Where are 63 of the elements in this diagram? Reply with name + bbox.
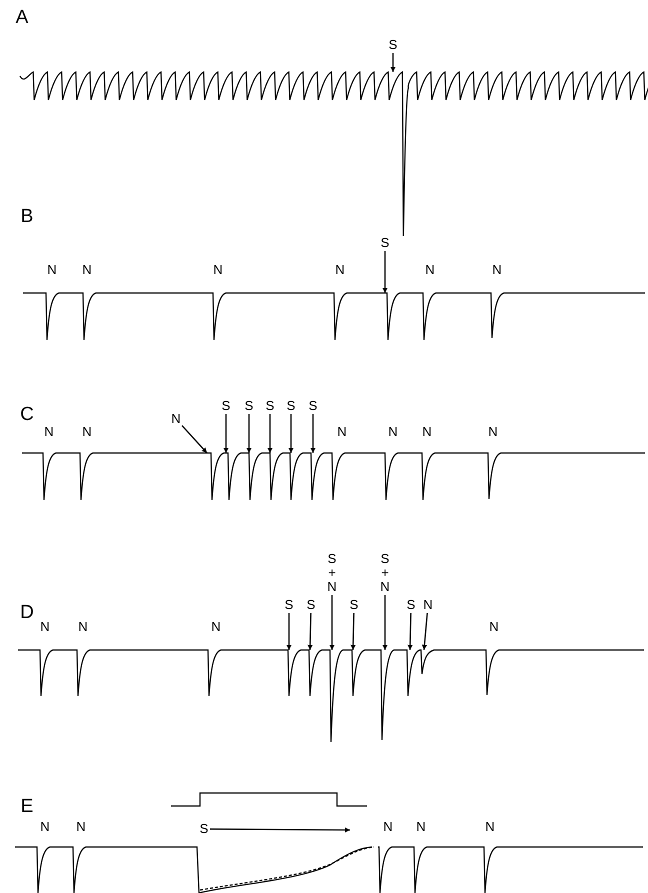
event-label: N [488,425,498,439]
event-label: S [221,399,231,413]
event-label: S [388,38,398,52]
event-label: N [40,620,50,634]
arrow [182,425,208,454]
event-label: N [492,263,502,277]
event-label: S [244,399,254,413]
event-label: N [82,263,92,277]
event-label: S [308,399,318,413]
event-label: S [306,598,316,612]
event-label: N [82,425,92,439]
event-label: S [265,399,275,413]
trace-drawing [18,649,644,743]
event-label: S [406,598,416,612]
event-label: N [40,820,50,834]
arrow [408,612,413,650]
arrow [267,414,273,453]
event-label: S [380,236,390,250]
arrow [286,613,292,650]
arrow [382,251,388,293]
panel-letter: A [16,8,28,28]
arrow [329,595,335,650]
event-label: N [211,620,221,634]
event-label: S [199,822,209,836]
panel-letter: B [20,207,34,227]
event-label: S [284,598,294,612]
arrow [210,827,350,833]
event-label: N [213,263,223,277]
event-label: S [349,598,359,612]
event-label: N [423,598,433,612]
event-label: S [286,399,296,413]
event-label: N [47,263,57,277]
event-label: S + N [380,552,390,594]
arrow [310,414,316,453]
panel-letter: D [20,603,34,623]
event-label: N [422,425,432,439]
event-label: N [425,263,435,277]
trace-drawing [20,71,648,237]
panel-letter: C [20,405,34,425]
event-label: N [44,425,54,439]
event-label: N [76,820,86,834]
event-label: N [78,620,88,634]
panel-letter: E [20,797,34,817]
event-label: N [485,820,495,834]
arrow [382,595,388,650]
arrow [223,414,229,453]
event-label: N [383,820,393,834]
arrow [350,612,356,650]
arrow [390,53,396,72]
arrow [246,414,252,453]
event-label: N [337,425,347,439]
event-label: N [388,425,398,439]
trace-drawing [22,452,645,501]
event-label: N [335,263,345,277]
trace-drawing [23,292,645,341]
trace-drawing [15,846,643,893]
event-label: N [171,412,181,426]
arrow [288,414,294,453]
event-label: N [489,620,499,634]
arrow [422,612,428,650]
event-label: S + N [327,552,337,594]
event-label: N [416,820,426,834]
arrow [308,612,313,650]
